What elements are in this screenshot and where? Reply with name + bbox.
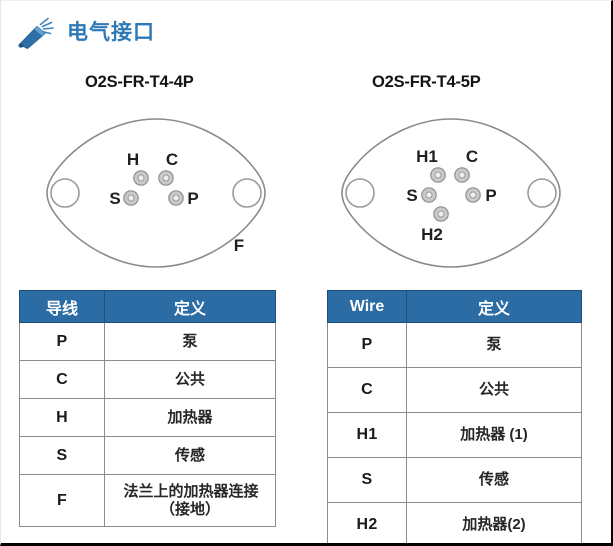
mounting-hole-left [50,178,80,208]
table-row: S 传感 [19,436,276,475]
cell-wire-code: H2 [327,502,407,543]
cell-wire-code: S [327,457,407,503]
pin-h [133,170,149,186]
cell-definition: 传感 [406,457,582,503]
table-row: C 公共 [327,367,582,413]
flange-label-f: F [234,236,244,255]
pin-label-p: P [485,186,496,205]
table-header-row: Wire 定义 [327,290,582,323]
column-header-wire: Wire [327,290,407,323]
column-header-wire: 导线 [19,290,105,323]
pin-s [123,190,139,206]
cell-definition: 泵 [104,322,276,361]
cell-wire-code: C [327,367,407,413]
pin-label-s: S [406,186,417,205]
table-row: F 法兰上的加热器连接 （接地） [19,474,276,527]
package-outline [341,118,561,268]
mounting-hole-left [345,178,375,208]
section-header: 电气接口 [15,15,155,49]
table-row: P 泵 [19,322,276,361]
table-row: C 公共 [19,360,276,399]
cell-definition: 泵 [406,322,582,368]
pin-c [454,167,470,183]
mounting-hole-right [232,178,262,208]
model-caption-right: O2S-FR-T4-5P [372,73,481,91]
cell-definition-line2: （接地） [159,500,220,518]
cell-wire-code: P [19,322,105,361]
pin-label-c: C [466,147,478,166]
package-diagram-4p: H C S P F [31,113,281,278]
model-caption-left: O2S-FR-T4-4P [85,73,194,91]
mounting-hole-right [527,178,557,208]
cell-definition: 公共 [104,360,276,399]
cable-icon [15,15,57,49]
wire-table-4p: 导线 定义 P 泵 C 公共 H 加热器 S 传感 F [19,290,276,527]
pin-label-h: H [127,150,139,169]
pin-label-s: S [109,189,120,208]
table-row: H1 加热器 (1) [327,412,582,458]
table-header-row: 导线 定义 [19,290,276,323]
cell-definition: 加热器 (1) [406,412,582,458]
pin-cluster [421,167,481,222]
cell-definition: 加热器(2) [406,502,582,543]
pin-label-p: P [187,189,198,208]
pin-label-c: C [166,150,178,169]
cell-definition: 法兰上的加热器连接 （接地） [104,474,276,527]
table-row: S 传感 [327,457,582,503]
cell-definition: 传感 [104,436,276,475]
pin-cluster [123,170,184,206]
cell-wire-code: P [327,322,407,368]
table-body: P 泵 C 公共 H1 加热器 (1) S 传感 H2 加热器(2) [327,322,582,543]
table-body: P 泵 C 公共 H 加热器 S 传感 F 法兰上的加热器连接 （接地） [19,322,276,527]
page-title: 电气接口 [67,20,155,44]
pin-h2 [433,206,449,222]
table-header: 导线 定义 [19,290,276,323]
cell-definition: 加热器 [104,398,276,437]
cell-wire-code: C [19,360,105,399]
cell-definition-line1: 法兰上的加热器连接 [123,483,259,501]
cell-definition-multiline: 法兰上的加热器连接 （接地） [107,483,273,518]
pin-s [421,187,437,203]
pin-h1 [430,167,446,183]
table-row: P 泵 [327,322,582,368]
pin-p [168,190,184,206]
pin-label-h1: H1 [416,147,438,166]
column-header-definition: 定义 [104,290,276,323]
pin-label-h2: H2 [421,225,443,244]
package-diagram-5p: H1 C S P H2 [326,113,576,278]
cell-wire-code: F [19,474,105,527]
table-row: H 加热器 [19,398,276,437]
table-row: H2 加热器(2) [327,502,582,543]
pin-p [465,187,481,203]
pin-c [158,170,174,186]
package-outline [46,118,266,268]
column-header-definition: 定义 [406,290,582,323]
cell-wire-code: H [19,398,105,437]
table-header: Wire 定义 [327,290,582,323]
cell-definition: 公共 [406,367,582,413]
cell-wire-code: S [19,436,105,475]
cell-wire-code: H1 [327,412,407,458]
wire-table-5p: Wire 定义 P 泵 C 公共 H1 加热器 (1) S 传感 H2 [327,290,582,543]
